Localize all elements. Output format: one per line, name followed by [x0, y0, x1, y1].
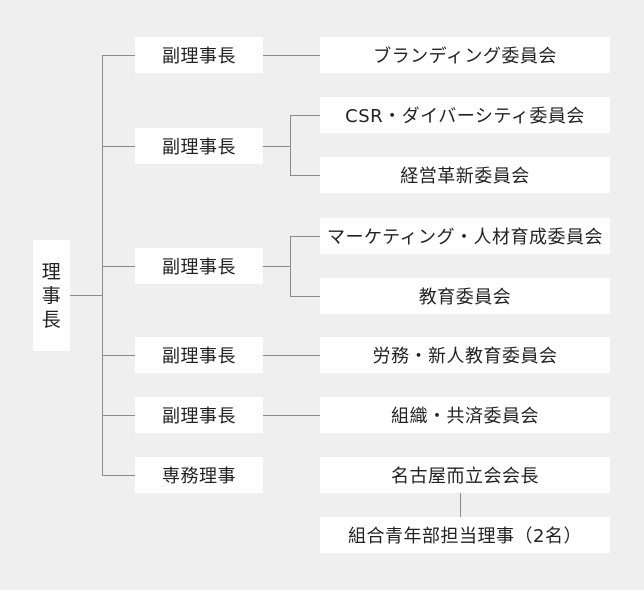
nagoya-jiritsukai-chair-box: 名古屋而立会会長 — [320, 457, 610, 493]
president-box: 理 事 長 — [33, 240, 70, 351]
connector-vc3-split — [263, 266, 290, 267]
connector-vc3-vertical — [290, 236, 291, 296]
committee-box-organization-mutual-aid: 組織・共済委員会 — [320, 397, 610, 433]
president-char-1: 理 — [41, 260, 62, 283]
connector-vc2-vertical — [290, 115, 291, 175]
youth-division-director-box: 組合青年部担当理事（2名） — [320, 517, 610, 553]
trunk-main — [102, 55, 103, 476]
connector-vc2-top — [290, 115, 320, 116]
connector-vc3-top — [290, 236, 320, 237]
connector-branch-5 — [102, 415, 135, 416]
connector-vc3-bottom — [290, 296, 320, 297]
connector-branch-6 — [102, 475, 135, 476]
connector-branch-2 — [102, 146, 135, 147]
connector-president — [70, 295, 103, 296]
committee-box-csr-diversity: CSR・ダイバーシティ委員会 — [320, 97, 610, 133]
president-char-3: 長 — [41, 308, 62, 331]
committee-box-marketing-hr: マーケティング・人材育成委員会 — [320, 218, 610, 254]
vice-chair-box-3: 副理事長 — [135, 248, 263, 284]
committee-box-education: 教育委員会 — [320, 278, 610, 314]
connector-branch-4 — [102, 355, 135, 356]
committee-box-management-innovation: 経営革新委員会 — [320, 157, 610, 193]
vice-chair-box-4: 副理事長 — [135, 337, 263, 373]
vice-chair-box-2: 副理事長 — [135, 128, 263, 164]
vice-chair-box-1: 副理事長 — [135, 37, 263, 73]
connector-branch-3 — [102, 266, 135, 267]
connector-youth-vertical — [460, 493, 461, 517]
connector-vc5-committee — [263, 415, 320, 416]
connector-vc4-committee — [263, 355, 320, 356]
connector-vc2-split — [263, 146, 290, 147]
president-char-2: 事 — [41, 284, 62, 307]
committee-box-labor-newcomer: 労務・新人教育委員会 — [320, 337, 610, 373]
connector-vc1-committee — [263, 55, 320, 56]
connector-vc2-bottom — [290, 175, 320, 176]
connector-branch-1 — [102, 55, 135, 56]
vice-chair-box-5: 副理事長 — [135, 397, 263, 433]
managing-director-box: 専務理事 — [135, 457, 263, 493]
committee-box-branding: ブランディング委員会 — [320, 37, 610, 73]
